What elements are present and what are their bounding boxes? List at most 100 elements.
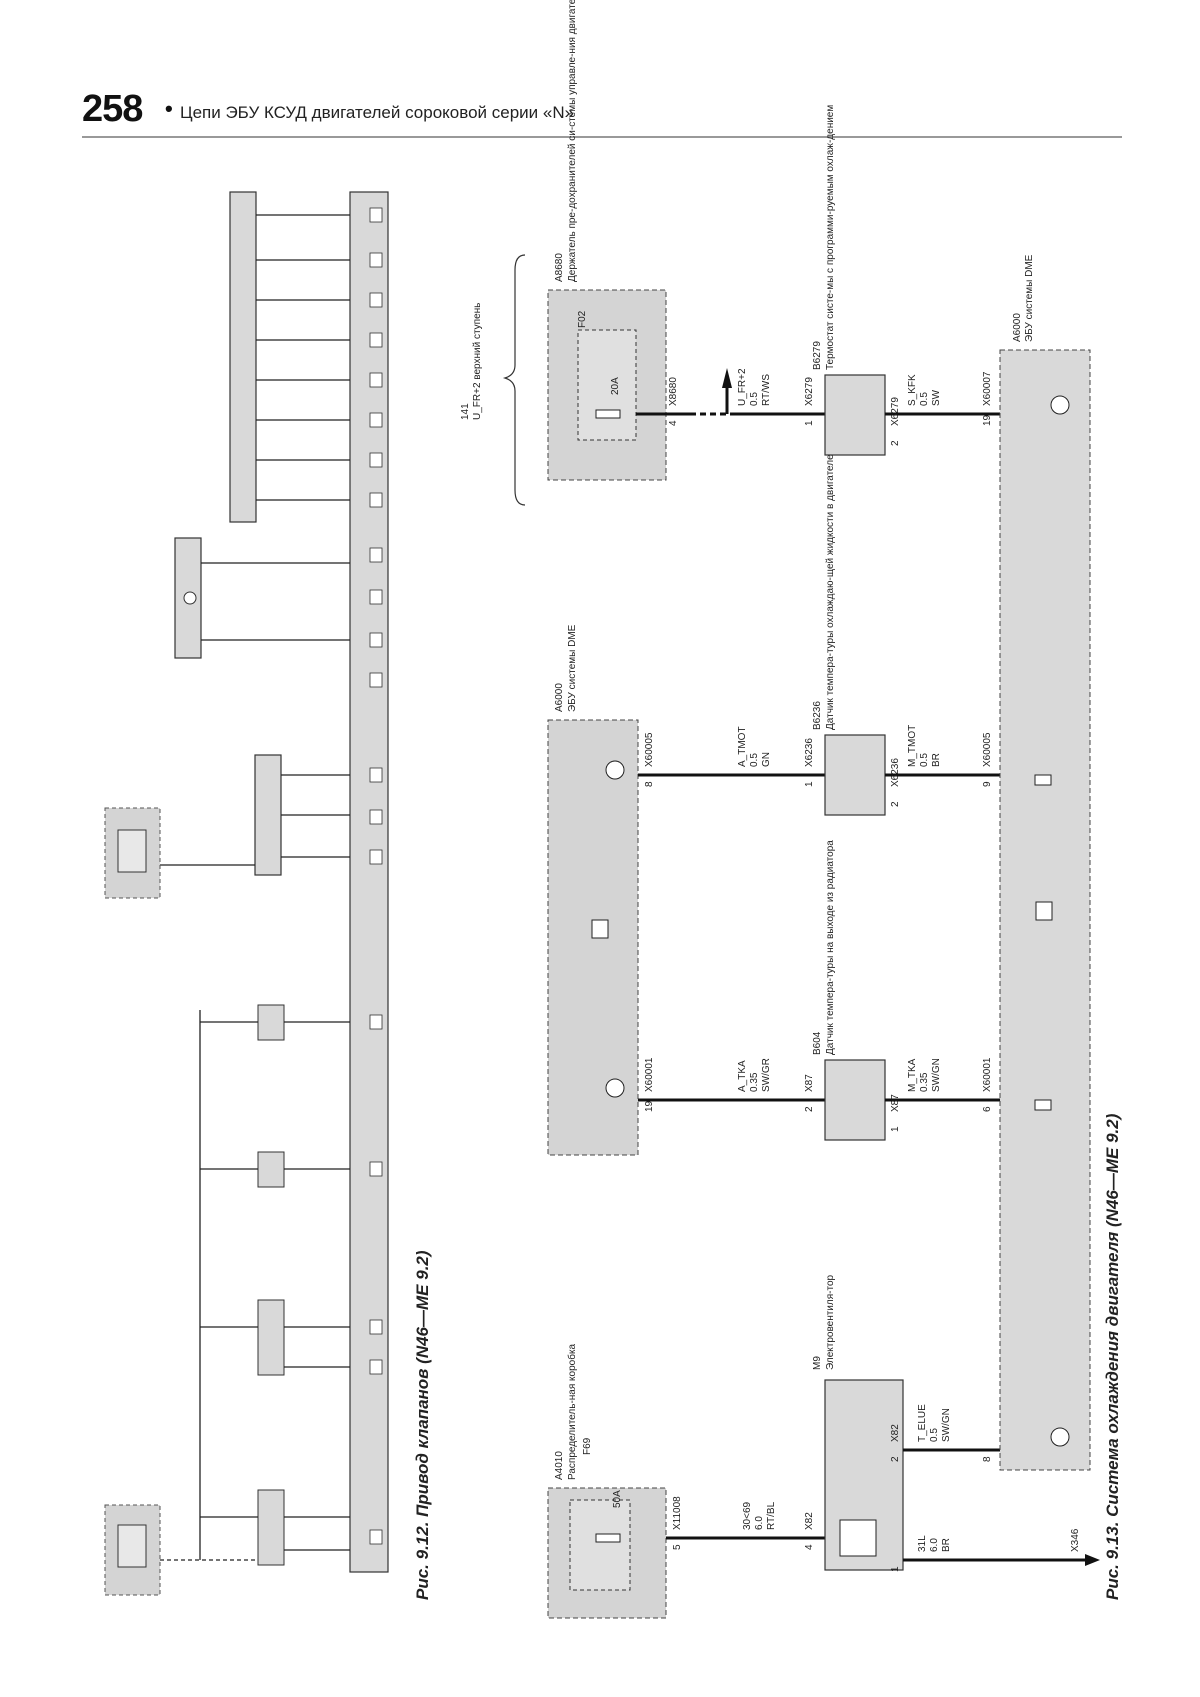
a6000-pullup-2: [605, 760, 625, 780]
fig912-actuators: [257, 1004, 285, 1566]
wire-atmot-conn-top: X60005: [644, 732, 655, 767]
page-number: 258: [82, 88, 143, 130]
wire-skfk-conn-bot: X60007: [982, 371, 993, 406]
wire-mtmot-pin-bot: 9: [982, 781, 993, 787]
b6236-box: [824, 734, 886, 816]
u-fr2-arrow: [722, 368, 732, 388]
fig912-cam-sensor: [254, 754, 282, 876]
fig912-connector-boxes: [369, 207, 383, 1545]
a6000-id: A6000: [554, 683, 565, 712]
fig912-sensor-symbol: [183, 591, 197, 605]
b604-box: [824, 1059, 886, 1141]
page-title: Цепи ЭБУ КСУД двигателей сороковой серии…: [180, 103, 575, 122]
wire-skfk-name: S_KFK: [907, 374, 918, 406]
a8680-desc: Держатель пре-дохранителей си-стемы упра…: [567, 0, 578, 282]
wire-mtka-pin-top: 1: [890, 1126, 901, 1132]
a4010-fuse: F69: [582, 1437, 593, 1455]
ground-wire-size: 6.0: [929, 1538, 940, 1552]
wire-mtka-conn-bot: X60001: [982, 1057, 993, 1092]
figure-9-12: Рис. 9.12. Привод клапанов (N46—ME 9.2): [104, 191, 432, 1600]
ecu-bottom-id: A6000: [1012, 313, 1023, 342]
ground-wire-name: 31L: [917, 1535, 928, 1552]
wire-atmot-size: 0.5: [749, 753, 760, 767]
fuse-f69: [595, 1533, 621, 1543]
m9-desc: Электровентиля-тор: [825, 1274, 836, 1370]
b604-desc: Датчик темпера-туры на выходе из радиато…: [825, 840, 836, 1055]
ground-wire-pin: 1: [890, 1566, 901, 1572]
wire-atka-conn-bot: X87: [804, 1074, 815, 1092]
wire-atmot-pin-bot: 1: [804, 781, 815, 787]
b6279-desc: Термостат систе-мы с программи-руемым ох…: [825, 105, 836, 370]
wire-telue-size: 0.5: [929, 1428, 940, 1442]
wire-mtmot-name: M_TMOT: [907, 725, 918, 767]
wire-skfk-pin-bot: 19: [982, 414, 993, 426]
wire-ufr2-conn-bot: X6279: [804, 377, 815, 406]
b6279-box: [824, 374, 886, 456]
wire-atmot-color: GN: [761, 752, 772, 767]
wire-30-69-conn-bot: X82: [804, 1512, 815, 1530]
wire-skfk-color: SW: [931, 389, 942, 406]
fig913-caption: Рис. 9.13. Система охлаждения двигателя …: [1103, 1113, 1122, 1600]
wire-mtmot-conn-top: X6236: [890, 758, 901, 787]
b604-id: B604: [812, 1031, 823, 1055]
wire-mtka-size: 0.35: [919, 1072, 930, 1092]
a8680-id: A8680: [554, 253, 565, 282]
wire-30-69-pin-top: 5: [672, 1544, 683, 1550]
fig912-top-module: [229, 191, 257, 523]
a6000-ecu-icon: [591, 919, 609, 939]
fuse-f02: [595, 409, 621, 419]
fig912-top-wires: [256, 214, 350, 501]
b6236-desc: Датчик темпера-туры охлаждаю-щей жидкост…: [825, 454, 836, 730]
wire-skfk-size: 0.5: [919, 392, 930, 406]
ecu-bottom-icon: [1035, 901, 1053, 921]
a4010-id: A4010: [554, 1451, 565, 1480]
wire-telue-pin-top: 2: [890, 1456, 901, 1462]
wire-30-69-conn-top: X11008: [672, 1496, 683, 1530]
brace-id: 141: [460, 403, 471, 420]
wire-atka-color: SW/GR: [761, 1058, 772, 1092]
ecu-bottom-desc: ЭБУ системы DME: [1024, 254, 1035, 342]
wire-ufr2-pin-bot: 1: [804, 420, 815, 426]
m9-id: M9: [812, 1356, 823, 1370]
wire-ufr2-pin-top: 4: [668, 420, 679, 426]
ground-wire-color: BR: [941, 1538, 952, 1552]
wire-30-69-name: 30<69: [742, 1501, 753, 1530]
wire-mtka-name: M_TKA: [907, 1058, 918, 1092]
wire-mtmot-conn-bot: X60005: [982, 732, 993, 767]
fig913-brace: [502, 254, 526, 506]
wire-telue-conn-top: X82: [890, 1424, 901, 1442]
a4010-desc: Распределитель-ная коробка: [566, 1343, 578, 1480]
wire-30-69-color: RT/BL: [766, 1501, 777, 1530]
wire-atmot-name: A_TMOT: [737, 726, 748, 767]
fig912-caption: Рис. 9.12. Привод клапанов (N46—ME 9.2): [413, 1250, 432, 1600]
wire-30-69-size: 6.0: [754, 1516, 765, 1530]
wire-skfk-conn-top: X6279: [890, 397, 901, 426]
page-header: 258 • Цепи ЭБУ КСУД двигателей сороковой…: [82, 86, 1122, 138]
wire-skfk-pin-top: 2: [890, 440, 901, 446]
figure-9-13: A4010 Распределитель-ная коробка F69 50A…: [460, 0, 1122, 1619]
a8680-fuse: F02: [577, 310, 588, 328]
wire-atka-pin-bot: 2: [804, 1106, 815, 1112]
wire-telue-pin-bot: 8: [982, 1456, 993, 1462]
wire-atka-conn-top: X60001: [644, 1057, 655, 1092]
wire-telue-color: SW/GN: [941, 1408, 952, 1442]
b6236-id: B6236: [812, 701, 823, 730]
wire-mtmot-size: 0.5: [919, 753, 930, 767]
fig913-upper-wires: [636, 412, 830, 1540]
wire-mtmot-color: BR: [931, 753, 942, 767]
ground-wire-conn: X346: [1070, 1528, 1081, 1552]
wire-ufr2-color: RT/WS: [761, 374, 772, 406]
fig913-lower-wires: [885, 412, 1085, 1562]
wire-atmot-conn-bot: X6236: [804, 738, 815, 767]
wire-ufr2-name: U_FR+2: [737, 368, 748, 406]
wire-atmot-pin-top: 8: [644, 781, 655, 787]
wire-atka-size: 0.35: [749, 1072, 760, 1092]
wire-mtka-color: SW/GN: [931, 1058, 942, 1092]
brace-label: U_FR+2 верхний ступень: [472, 303, 483, 420]
header-bullet: •: [165, 96, 173, 121]
ground-arrow: [1085, 1554, 1100, 1566]
wire-ufr2-conn-top: X8680: [668, 377, 679, 406]
wire-mtmot-pin-top: 2: [890, 801, 901, 807]
wire-mtka-pin-bot: 6: [982, 1106, 993, 1112]
